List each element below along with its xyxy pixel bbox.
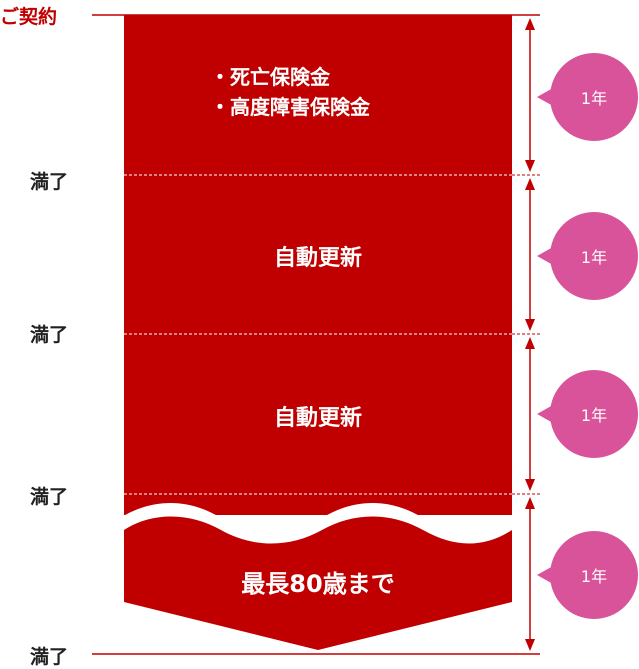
expiry-label-4: 満了 [30, 646, 69, 668]
period-arrow-1 [525, 18, 535, 172]
band-lower [124, 516, 512, 650]
renewal-label-1: 自動更新 [273, 246, 362, 271]
expiry-label-2: 満了 [30, 324, 69, 346]
expiry-label-1: 満了 [30, 171, 69, 193]
term-pointer-4 [537, 566, 553, 584]
max-age-label: 最長80歳まで [241, 570, 395, 598]
term-badge-1: 1年 [550, 53, 638, 141]
term-badge-2: 1年 [550, 212, 638, 300]
contract-start-label: ご契約 [0, 6, 58, 28]
term-badge-4: 1年 [550, 531, 638, 619]
band-upper [124, 15, 512, 515]
term-pointer-3 [537, 405, 553, 423]
period-arrow-2 [525, 178, 535, 331]
renewal-label-2: 自動更新 [273, 406, 362, 431]
coverage-item-death: ・死亡保険金 [210, 65, 330, 89]
coverage-list: ・死亡保険金 ・高度障害保険金 [210, 62, 470, 122]
period-arrow-4 [525, 497, 535, 651]
term-pointer-1 [537, 88, 553, 106]
wave-break [120, 503, 520, 551]
expiry-label-3: 満了 [30, 486, 69, 508]
term-pointer-2 [537, 247, 553, 265]
coverage-item-disability: ・高度障害保険金 [210, 95, 370, 119]
period-arrow-3 [525, 337, 535, 491]
term-badge-3: 1年 [550, 370, 638, 458]
